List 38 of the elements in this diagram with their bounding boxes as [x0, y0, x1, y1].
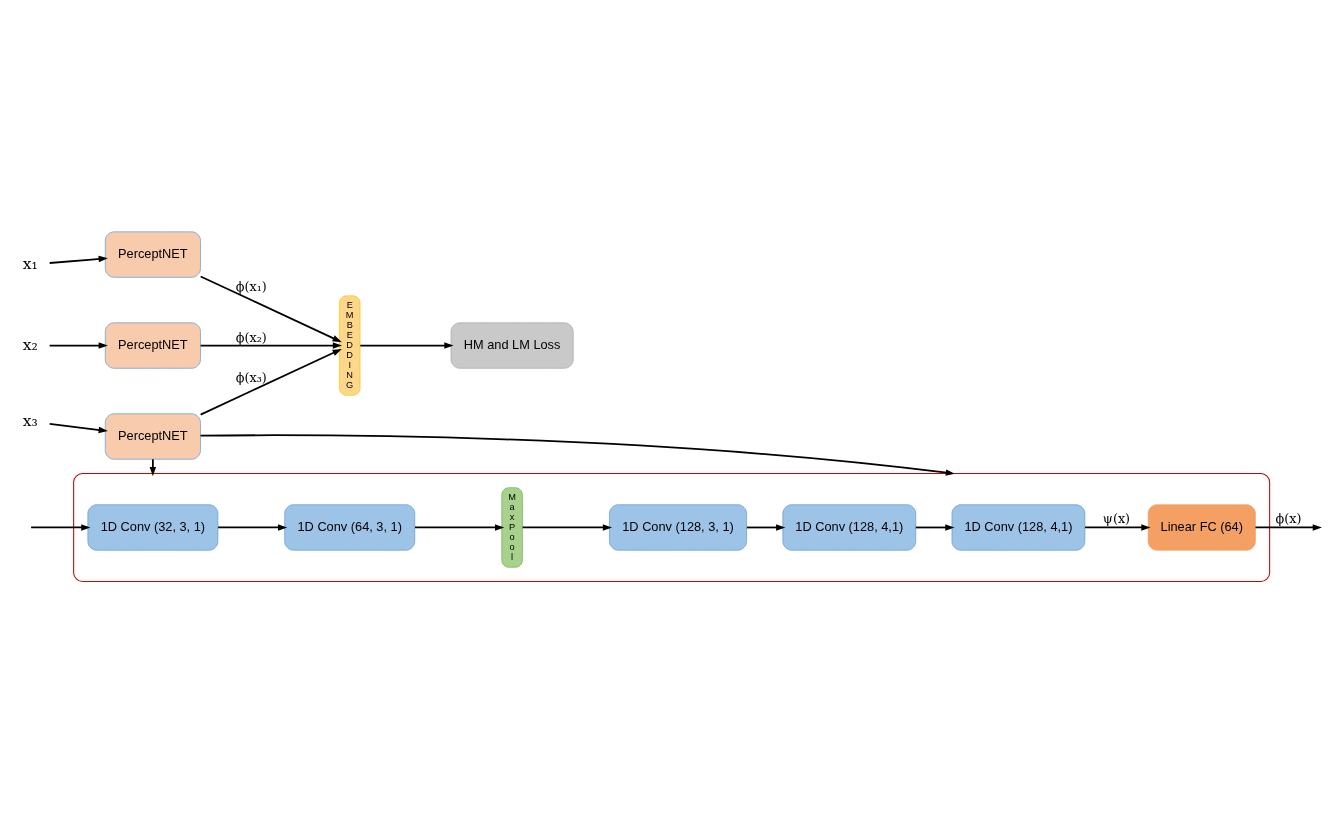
arrow — [745, 524, 786, 531]
edge-label: ϕ(x₁) — [235, 279, 267, 295]
node-text: x₁ — [22, 253, 38, 273]
node-box: PerceptNET — [104, 413, 201, 460]
arrow — [217, 524, 288, 531]
edge-label: ϕ(x) — [1275, 511, 1302, 527]
node-text: x₃ — [22, 410, 38, 430]
node-box: 1D Conv (128, 4,1) — [782, 504, 917, 551]
arrow — [48, 423, 108, 434]
arrow — [149, 458, 157, 477]
edge-label: ϕ(x₃) — [235, 370, 267, 386]
arrow — [1084, 524, 1151, 531]
arrow — [199, 342, 343, 349]
edge-label: ϕ(x₂) — [235, 329, 267, 345]
node-box: Linear FC (64) — [1147, 504, 1256, 551]
node-box: 1D Conv (128, 4,1) — [951, 504, 1086, 551]
arrow — [1254, 524, 1322, 531]
arrow — [199, 348, 342, 416]
node-box: PerceptNET — [104, 322, 201, 369]
node-box: HM and LM Loss — [450, 322, 574, 369]
edge-label: ψ(x) — [1102, 511, 1131, 527]
node-box: EMBEDDING — [339, 295, 361, 396]
node-box: 1D Conv (32, 3, 1) — [87, 504, 219, 551]
node-box: 1D Conv (64, 3, 1) — [284, 504, 416, 551]
node-box: MaxPool — [501, 487, 523, 568]
node-box: PerceptNET — [104, 231, 201, 278]
arrow — [414, 524, 505, 531]
arrow — [48, 342, 108, 349]
arrow — [48, 255, 108, 264]
arrow — [199, 275, 342, 343]
arrow — [199, 434, 955, 476]
cluster — [73, 472, 1271, 582]
arrow — [359, 342, 454, 349]
arrow — [30, 524, 91, 531]
node-box: 1D Conv (128, 3, 1) — [609, 504, 747, 551]
node-text: x₂ — [22, 334, 38, 354]
arrow — [914, 524, 955, 531]
arrow — [521, 524, 613, 531]
